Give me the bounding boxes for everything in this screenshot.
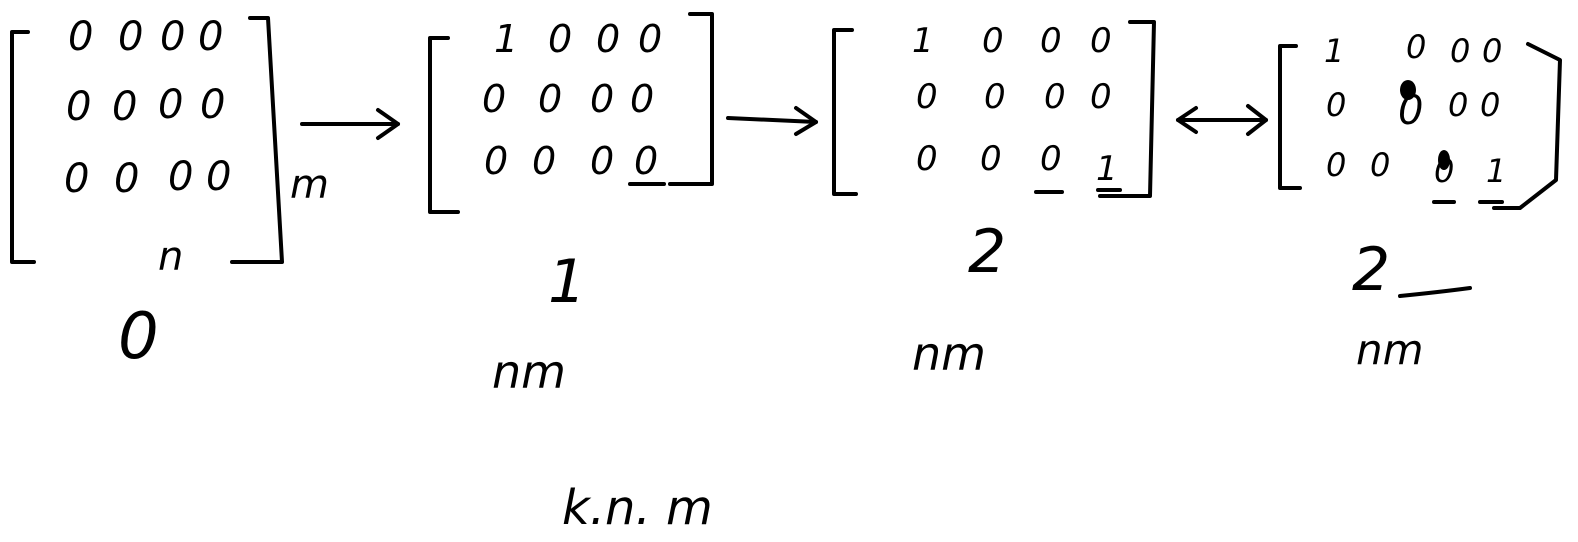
matrix-cell: 0 (1370, 146, 1390, 184)
matrix-2-left-bracket (428, 36, 460, 214)
matrix-4-count-label: 2 (1352, 235, 1390, 305)
matrix-cell: 0 (158, 82, 183, 128)
matrix-cell: 0 (1040, 21, 1062, 61)
matrix-cell: 0 (168, 154, 193, 200)
arrow-2-shaft (726, 116, 818, 124)
matrix-1-row-dimension: m (290, 162, 329, 208)
matrix-cell: 1 (1096, 149, 1118, 189)
arrow-3 (1176, 104, 1268, 136)
matrix-cell: 0 (484, 139, 508, 183)
matrix-cell: 0 (982, 21, 1004, 61)
matrix-1-right-bracket (230, 16, 284, 264)
matrix-3-left-bracket (832, 28, 858, 196)
matrix-2: 1 0 0 0 0 0 0 0 0 0 0 0 1 nm (428, 12, 714, 399)
total-cost-label: k.n. m (562, 480, 713, 536)
matrix-4-right-bracket (1492, 42, 1562, 210)
matrix-cell: 0 (1090, 77, 1112, 117)
matrix-cell: 0 (596, 17, 620, 61)
arrow-3-head (1246, 104, 1268, 136)
matrix-cell: 0 (1326, 86, 1346, 124)
matrix-3-cells: 1 0 0 0 0 0 0 0 0 0 0 1 (912, 21, 1118, 189)
matrix-cell: 0 (1480, 86, 1500, 124)
matrix-1-cells: 0 0 0 0 0 0 0 0 0 0 0 0 (64, 14, 231, 202)
matrix-cell: 0 (630, 77, 654, 121)
underline-mark (1398, 286, 1472, 298)
arrow-2-head (794, 106, 818, 136)
matrix-cell: 0 (532, 139, 556, 183)
matrix-cell: 0 (590, 139, 614, 183)
matrix-4-cells: 1 0 0 0 0 0 0 0 0 0 0 1 (1324, 28, 1506, 190)
matrix-cell: 0 (1044, 77, 1066, 117)
matrix-cell: 0 (160, 14, 185, 60)
matrix-3: 1 0 0 0 0 0 0 0 0 0 0 1 2 nm (832, 20, 1156, 381)
matrix-3-right-bracket (1098, 20, 1156, 198)
matrix-cell: 0 (1326, 146, 1346, 184)
matrix-1: 0 0 0 0 0 0 0 0 0 0 0 0 m n 0 (10, 14, 329, 374)
matrix-cell: 0 (984, 77, 1006, 117)
matrix-1-left-bracket (10, 30, 36, 264)
matrix-cell: 0 (1406, 28, 1426, 66)
matrix-2-cells: 1 0 0 0 0 0 0 0 0 0 0 0 (482, 17, 662, 183)
matrix-3-count-label: 2 (968, 217, 1006, 287)
matrix-cell: 0 (538, 77, 562, 121)
arrow-1 (300, 108, 400, 140)
matrix-cell: 0 (548, 17, 572, 61)
matrix-cell: 0 (916, 139, 938, 179)
matrix-cell: 0 (206, 154, 231, 200)
matrix-cell: 0 (198, 14, 223, 60)
matrix-cell: 0 (980, 139, 1002, 179)
matrix-2-count-label: 1 (548, 247, 586, 317)
matrix-cell: 0 (916, 77, 938, 117)
highlight-mark (1438, 150, 1450, 170)
matrix-cell: 0 (638, 17, 662, 61)
matrix-cell: 0 (1482, 32, 1502, 70)
matrix-cell: 0 (64, 156, 89, 202)
matrix-cell: 0 (112, 84, 137, 130)
highlight-mark (1400, 80, 1416, 100)
arrow-3-tail (1176, 106, 1198, 134)
matrix-4: 1 0 0 0 0 0 0 0 0 0 0 1 2 nm (1278, 28, 1562, 374)
matrix-cell: 0 (1040, 139, 1062, 179)
matrix-cell: 0 (114, 156, 139, 202)
matrix-cell: 0 (1450, 32, 1470, 70)
matrix-cell: 0 (118, 14, 143, 60)
arrow-2 (726, 106, 818, 136)
matrix-1-count-label: 0 (118, 300, 159, 374)
matrix-cell: 0 (68, 14, 93, 60)
matrix-cell: 1 (1486, 152, 1506, 190)
matrix-cell: 1 (1324, 32, 1344, 70)
matrix-cell: 0 (590, 77, 614, 121)
matrix-3-cost-label: nm (912, 327, 986, 381)
matrix-cell: 1 (912, 21, 934, 61)
arrow-1-head (376, 108, 400, 140)
matrix-cell: 0 (482, 77, 506, 121)
matrix-2-cost-label: nm (492, 345, 566, 399)
matrix-cell: 1 (494, 17, 518, 61)
matrix-4-left-bracket (1278, 44, 1302, 190)
matrix-1-column-dimension: n (158, 234, 183, 280)
matrix-cell: 0 (634, 139, 658, 183)
matrix-cell: 0 (66, 84, 91, 130)
matrix-cell: 0 (1448, 86, 1468, 124)
matrix-cell: 0 (1090, 21, 1112, 61)
matrix-4-cost-label: nm (1356, 325, 1424, 374)
matrix-2-right-bracket (668, 12, 714, 186)
matrix-cell: 0 (200, 82, 225, 128)
